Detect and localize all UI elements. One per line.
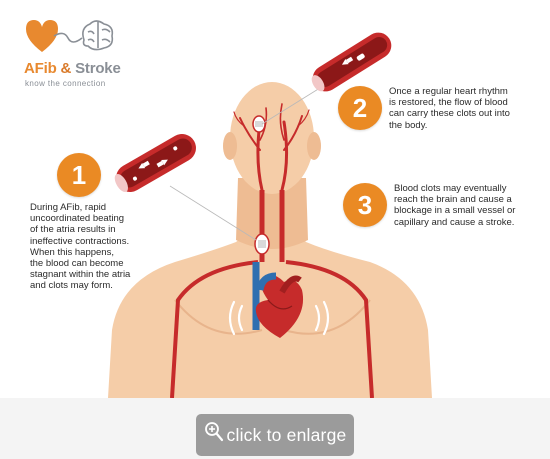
logo-graphic — [26, 20, 114, 52]
neck — [236, 178, 308, 249]
right-arm-artery — [285, 260, 374, 398]
vibration-icon — [228, 300, 330, 336]
brain-vessels — [233, 103, 310, 192]
step-2-text: Once a regular heart rhythm is restored,… — [389, 86, 510, 131]
click-to-enlarge-button[interactable]: click to enlarge — [196, 414, 354, 456]
step-3-text: Blood clots may eventually reach the bra… — [394, 183, 516, 228]
vessel-callout-1 — [114, 134, 196, 193]
zoom-icon — [204, 422, 223, 442]
right-ear — [307, 132, 321, 160]
body-illustration — [108, 32, 432, 398]
logo: AFib & Stroke know the connection — [24, 16, 124, 88]
step-1-text: During AFib, rapid uncoordinated beating… — [30, 202, 131, 292]
brain-clot-icon — [252, 115, 266, 133]
head — [230, 82, 314, 194]
step-3-badge: 3 — [343, 183, 387, 227]
left-arm-artery — [170, 260, 259, 398]
logo-title: AFib & Stroke — [24, 60, 121, 77]
brain-icon — [82, 20, 114, 51]
vessel-callout-2 — [311, 32, 392, 92]
logo-word-stroke: Stroke — [75, 60, 121, 77]
logo-word-afib: AFib — [24, 60, 57, 77]
left-ear — [223, 132, 237, 160]
leader-line-1 — [169, 185, 257, 241]
click-to-enlarge-label: click to enlarge — [226, 424, 347, 445]
heart-icon — [255, 272, 304, 338]
step-2-badge: 2 — [338, 86, 382, 130]
logo-ampersand: & — [60, 60, 72, 77]
heart-icon — [26, 20, 58, 52]
step-1-badge: 1 — [57, 153, 101, 197]
logo-tagline: know the connection — [25, 79, 106, 88]
clot-icon — [254, 233, 270, 255]
